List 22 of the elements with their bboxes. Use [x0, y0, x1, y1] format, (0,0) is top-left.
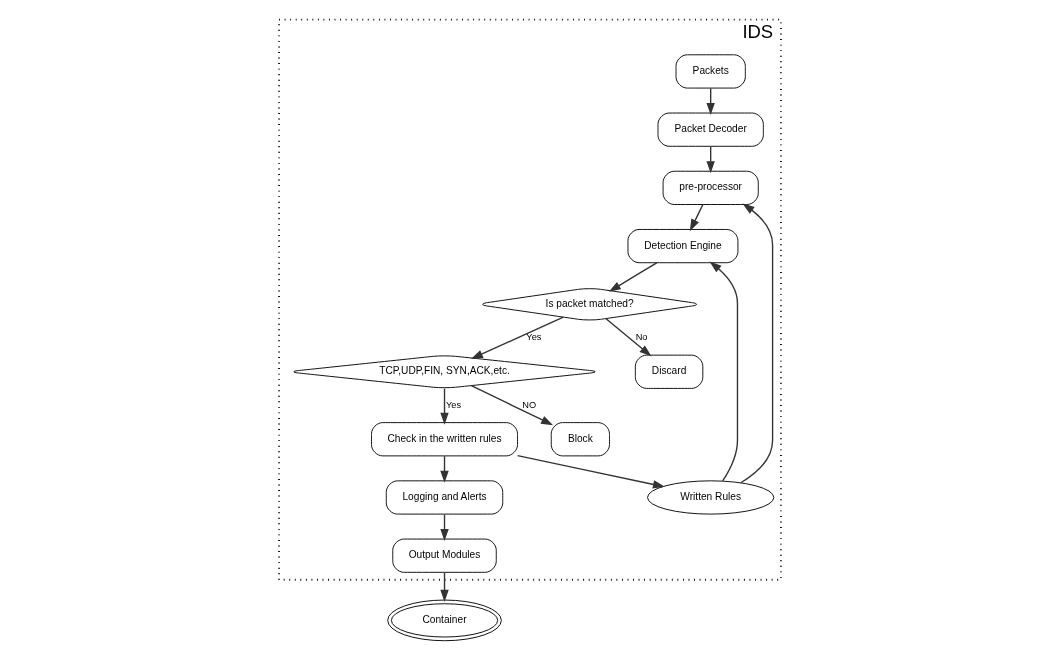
arrow — [470, 316, 565, 359]
arrow — [608, 262, 658, 292]
node-box: Packets — [675, 54, 746, 89]
node-box: Discard — [634, 354, 704, 389]
arrow — [605, 318, 652, 357]
edge-label: NO — [522, 399, 537, 410]
arrow — [709, 261, 739, 482]
node-box: Block — [550, 422, 610, 457]
edge-label: Yes — [526, 332, 542, 343]
arrow — [470, 384, 554, 426]
edge-label: No — [635, 332, 648, 343]
arrow — [440, 387, 449, 425]
node-box: Output Modules — [392, 538, 497, 573]
node-box: Check in the written rules — [371, 422, 518, 457]
node-box: Detection Engine — [627, 229, 739, 264]
node-box: pre-processor — [662, 170, 759, 205]
node-box: Logging and Alerts — [385, 480, 504, 515]
node-box: Packet Decoder — [657, 112, 764, 147]
arrow — [516, 454, 665, 489]
edge-label: Yes — [445, 399, 462, 410]
arrow — [740, 203, 774, 484]
arrow — [689, 204, 704, 232]
